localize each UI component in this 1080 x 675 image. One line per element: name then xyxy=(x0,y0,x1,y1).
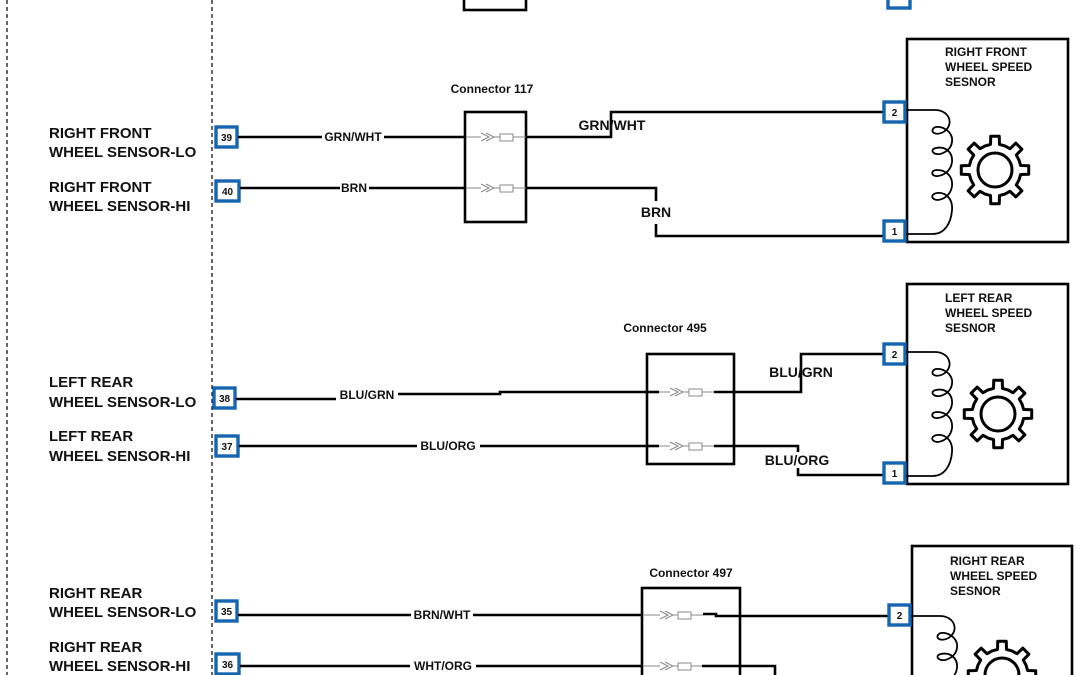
connector-497[interactable] xyxy=(640,586,742,675)
gear-icon xyxy=(962,378,1034,450)
ecu-pin-35[interactable] xyxy=(214,599,239,623)
connector-495-terminal-2 xyxy=(647,441,714,451)
wire-label-lr-lo-sensor: BLU/GRN xyxy=(769,364,833,380)
signal-label-rr-hi-1: RIGHT REAR xyxy=(49,639,143,656)
sensor-left-rear[interactable] xyxy=(905,282,1070,486)
sensor-rf-pin-2[interactable] xyxy=(882,100,907,124)
ecu-pin-36[interactable] xyxy=(214,652,241,675)
sensor-lr-pin-1-number: 1 xyxy=(892,469,898,480)
signal-label-lr-lo-1: LEFT REAR xyxy=(49,374,133,391)
sensor-lr-title-1: LEFT REAR xyxy=(945,291,1013,305)
ecu-pin-38[interactable] xyxy=(212,386,237,410)
gear-icon xyxy=(966,639,1038,675)
sensor-rf-title-1: RIGHT FRONT xyxy=(945,45,1028,59)
signal-label-rf-lo-1: RIGHT FRONT xyxy=(49,125,152,142)
sensor-lr-pin-1[interactable] xyxy=(882,461,907,485)
connector-495[interactable] xyxy=(645,352,736,466)
signal-label-lr-lo-2: WHEEL SENSOR-LO xyxy=(49,394,197,411)
sensor-lr-pin-2-number: 2 xyxy=(892,350,898,361)
sensor-lr-title-2: WHEEL SPEED xyxy=(945,306,1032,320)
ecu-pin-35-number: 35 xyxy=(221,607,233,618)
gear-teeth xyxy=(962,378,1034,450)
sensor-rf-pin-1[interactable] xyxy=(882,219,907,243)
connector-495-label: Connector 495 xyxy=(623,321,707,335)
wire-rf-lo-sensor[interactable] xyxy=(526,110,884,139)
wire-label-rf-lo-sensor: GRN/WHT xyxy=(579,117,646,133)
ecu-pin-37-number: 37 xyxy=(221,442,233,453)
wire-lr-lo-sensor[interactable] xyxy=(714,352,884,394)
signal-label-rr-hi-2: WHEEL SENSOR-HI xyxy=(49,658,190,675)
wire-label-rr-lo: BRN/WHT xyxy=(414,608,471,622)
connector-117-label: Connector 117 xyxy=(451,82,534,96)
wire-label-rf-lo: GRN/WHT xyxy=(324,130,382,144)
sensor-lr-pin-2[interactable] xyxy=(882,342,907,366)
ecu-pin-40[interactable] xyxy=(214,179,241,203)
sensor-right-front[interactable] xyxy=(905,37,1070,244)
wire-lr-hi-sensor[interactable] xyxy=(714,444,884,477)
ecu-pin-38-number: 38 xyxy=(219,394,231,405)
gear-icon xyxy=(959,134,1031,206)
connector-117-terminal-1 xyxy=(466,132,526,142)
signal-label-rr-lo-2: WHEEL SENSOR-LO xyxy=(49,604,197,621)
sensor-rr-title-3: SESNOR xyxy=(950,584,1001,598)
sensor-rr-pin-2[interactable] xyxy=(887,603,912,627)
signal-label-lr-hi-1: LEFT REAR xyxy=(49,428,133,445)
sensor-rr-title-2: WHEEL SPEED xyxy=(950,569,1037,583)
signal-label-rr-lo-1: RIGHT REAR xyxy=(49,585,143,602)
signal-label-lr-hi-2: WHEEL SENSOR-HI xyxy=(49,448,190,465)
sensor-rr-pin-2-number: 2 xyxy=(897,611,903,622)
sensor-rr-title-1: RIGHT REAR xyxy=(950,554,1025,568)
wire-label-lr-lo: BLU/GRN xyxy=(340,388,395,402)
wire-rr-lo-sensor[interactable] xyxy=(703,612,888,618)
ecu-pin-40-number: 40 xyxy=(222,187,234,198)
signal-label-rf-hi-1: RIGHT FRONT xyxy=(49,179,152,196)
coil-icon xyxy=(906,351,953,477)
sensor-rf-pin-1-number: 1 xyxy=(892,227,898,238)
coil-icon xyxy=(911,615,958,675)
pin-box-partial xyxy=(886,0,912,10)
section-right-rear: RIGHT REAR WHEEL SENSOR-LO RIGHT REAR WH… xyxy=(49,544,1074,675)
gear-hub xyxy=(976,151,1014,189)
connector-117[interactable] xyxy=(463,110,528,224)
section-right-front: RIGHT FRONT WHEEL SENSOR-LO RIGHT FRONT … xyxy=(49,37,1070,244)
section-left-rear: LEFT REAR WHEEL SENSOR-LO LEFT REAR WHEE… xyxy=(49,282,1070,486)
sensor-right-rear[interactable] xyxy=(910,544,1074,675)
signal-label-rf-lo-2: WHEEL SENSOR-LO xyxy=(49,144,197,161)
ecu-pin-39-number: 39 xyxy=(221,133,233,144)
coil-icon xyxy=(906,109,953,235)
gear-hub xyxy=(983,656,1021,675)
connector-497-terminal-1 xyxy=(643,610,703,620)
wire-rf-hi-sensor[interactable] xyxy=(526,186,884,238)
ecu-pin-39[interactable] xyxy=(214,125,239,149)
connector-box-partial xyxy=(462,0,528,12)
gear-hub xyxy=(979,395,1017,433)
wire-label-rf-hi-sensor: BRN xyxy=(641,204,671,220)
connector-497-terminal-2 xyxy=(643,661,702,671)
gear-teeth xyxy=(959,134,1031,206)
sensor-rf-title-3: SESNOR xyxy=(945,75,996,89)
wire-rr-hi-sensor[interactable] xyxy=(702,664,777,675)
ecu-pin-37[interactable] xyxy=(214,434,240,458)
wire-label-rr-hi: WHT/ORG xyxy=(414,659,472,673)
connector-495-terminal-1 xyxy=(647,387,714,397)
wire-lr-lo-b[interactable] xyxy=(398,390,658,396)
gear-teeth xyxy=(966,639,1038,675)
wire-label-rf-hi: BRN xyxy=(341,181,367,195)
sensor-rf-title-2: WHEEL SPEED xyxy=(945,60,1032,74)
ecu-pin-36-number: 36 xyxy=(222,660,234,671)
sensor-rf-pin-2-number: 2 xyxy=(892,108,898,119)
connector-117-terminal-2 xyxy=(466,183,526,193)
signal-label-rf-hi-2: WHEEL SENSOR-HI xyxy=(49,198,190,215)
connector-497-label: Connector 497 xyxy=(649,566,733,580)
sensor-lr-title-3: SESNOR xyxy=(945,321,996,335)
wire-label-lr-hi: BLU/ORG xyxy=(420,439,475,453)
wire-label-lr-hi-sensor: BLU/ORG xyxy=(765,452,830,468)
